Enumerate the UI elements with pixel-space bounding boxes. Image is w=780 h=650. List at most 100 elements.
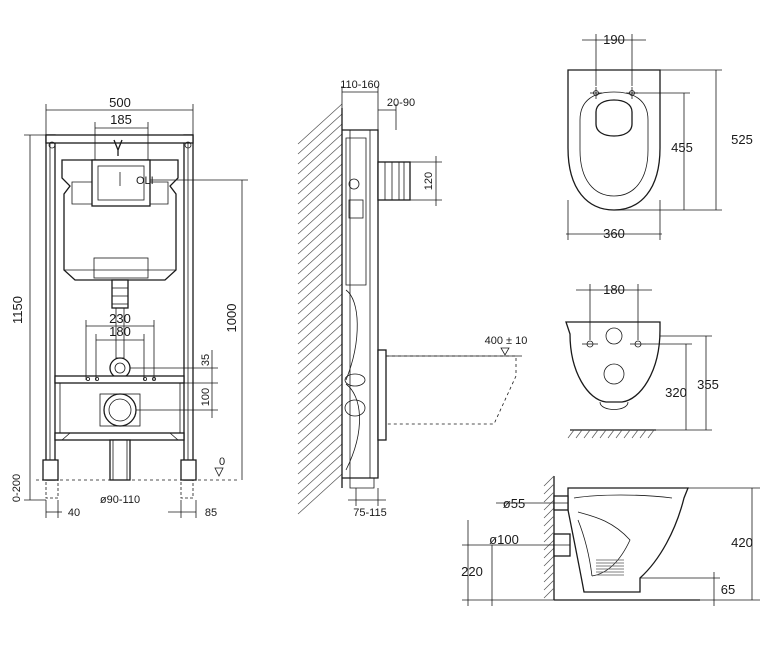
outlet-diameter-label: ø100 [489,532,519,547]
hatch-line [297,403,343,445]
hatch-line [543,571,555,583]
hatch-line [297,453,343,495]
hatch-line [297,163,343,205]
base-range-label: 75-115 [353,507,386,519]
drain-diameter-label: ø90-110 [100,494,140,506]
hatch-line [297,373,343,415]
hatch-line [647,429,655,439]
hatch-line [297,173,343,215]
hatch-line [297,253,343,295]
hatch-line [543,491,555,503]
hatch-line [543,563,555,575]
bowl-section-view: ø55 ø100 220 420 65 [461,475,760,606]
hatch-line [297,363,343,405]
hatch-line [297,183,343,225]
offset-35-label: 35 [200,354,212,366]
hatch-line [543,587,555,599]
hatch-line [297,313,343,355]
hatch-line [591,429,599,439]
hatch-line [297,103,343,145]
hatch-line [631,429,639,439]
offset-100-label: 100 [200,388,212,406]
hatch-line [583,429,591,439]
length-inner-label: 455 [671,140,693,155]
studs-outer-label: 230 [109,311,131,326]
hatch-line [543,579,555,591]
frame-side-view: 110-160 20-90 120 75-115 400 ± 10 [297,79,528,519]
hatch-line [543,555,555,567]
hatch-line [543,507,555,519]
hatch-line [297,233,343,275]
hatch-line [297,213,343,255]
frame-front-view: OLI [10,95,248,519]
hatch-line [543,475,555,487]
frame-width-label: 500 [109,95,131,110]
hatch-line [297,433,343,475]
height-355-label: 355 [697,377,719,392]
length-outer-label: 525 [731,132,753,147]
hatch-line [615,429,623,439]
cistern-label: OLI [136,175,154,187]
hatch-line [297,473,343,515]
zero-level-label: 0 [219,456,225,468]
foot-right-label: 85 [205,507,217,519]
inlet-diameter-label: ø55 [503,496,525,511]
button-width-label: 185 [110,112,132,127]
depth-range-label: 110-160 [340,79,380,91]
hatch-line [607,429,615,439]
hatch-line [575,429,583,439]
hatch-line [297,303,343,345]
hatch-line [297,113,343,155]
hatch-line [639,429,647,439]
hatch-line [297,393,343,435]
hatch-line [543,531,555,543]
hatch-line [297,243,343,285]
hatch-line [297,133,343,175]
hatch-line [567,429,575,439]
bowl-width-label: 360 [603,226,625,241]
frame-height-label: 1150 [10,296,25,324]
studs-inner-label: 180 [109,324,131,339]
hatch-line [599,429,607,439]
stud-spacing-label: 180 [603,282,625,297]
hatch-line [297,423,343,465]
hatch-line [297,273,343,315]
hatch-line [297,123,343,165]
hatch-line [297,413,343,455]
hatch-line [297,283,343,325]
button-height-label: 1000 [224,304,239,333]
hatch-line [297,193,343,235]
hatch-line [297,263,343,305]
bowl-top-view: 190 525 455 360 [566,32,753,241]
hatch-line [297,203,343,245]
foot-left-label: 40 [68,507,80,519]
wall-gap-label: 20-90 [387,97,415,109]
hatch-line [297,323,343,365]
hatch-line [297,463,343,505]
bowl-height-range-label: 400 ± 10 [485,335,528,347]
bowl-rear-view: 180 320 355 [565,282,719,439]
hatch-line [297,353,343,395]
outlet-height-label: 120 [423,172,435,190]
hatch-line [543,515,555,527]
hatch-line [543,483,555,495]
hole-spacing-label: 190 [603,32,625,47]
hatch-line [297,343,343,385]
hatch-line [297,143,343,185]
hatch-line [297,333,343,375]
hatch-line [297,293,343,335]
hatch-line [297,223,343,265]
outlet-height-label-section: 220 [461,564,483,579]
hatch-line [543,523,555,535]
hatch-line [297,383,343,425]
hatch-line [297,153,343,195]
height-320-label: 320 [665,385,687,400]
hatch-line [623,429,631,439]
hatch-line [543,547,555,559]
legs-range-label: 0-200 [11,474,23,502]
rim-offset-label: 65 [721,582,735,597]
hatch-line [297,443,343,485]
hatch-line [543,499,555,511]
bowl-height-label: 420 [731,535,753,550]
